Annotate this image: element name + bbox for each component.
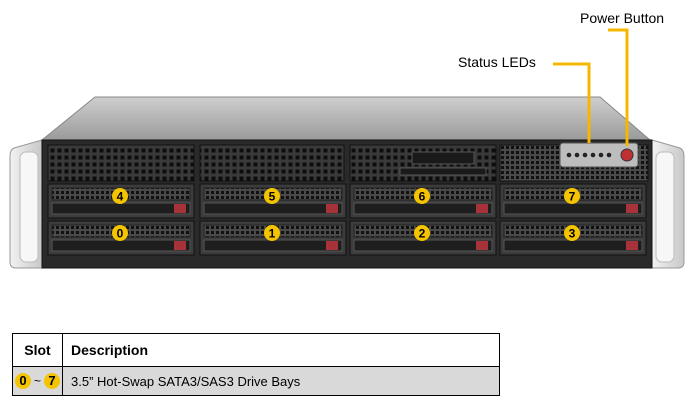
optical-slot (399, 167, 487, 176)
drive-release-latch[interactable] (626, 204, 638, 213)
power-button-label: Power Button (580, 10, 665, 26)
server-front-diagram: 4 5 6 7 0 1 2 3 (9, 28, 685, 269)
drive-bay-number: 4 (117, 190, 124, 204)
description-header: Description (62, 333, 500, 367)
drive-bay[interactable]: 6 (349, 183, 497, 219)
drive-release-latch[interactable] (174, 241, 186, 250)
drive-bay-badge (564, 225, 580, 241)
drive-bay-badge (564, 188, 580, 204)
drive-bay-badge (112, 225, 128, 241)
drive-bay-badge (414, 188, 430, 204)
drive-bay-number: 2 (419, 227, 426, 241)
drive-bay-badge (112, 188, 128, 204)
drive-bay-number: 5 (269, 190, 276, 204)
left-rack-ear (9, 139, 43, 269)
slot-end-badge: 7 (44, 373, 61, 390)
right-rack-ear (651, 139, 685, 269)
drive-release-latch[interactable] (174, 204, 186, 213)
callout-lines (553, 28, 629, 146)
drive-bay-number: 7 (569, 190, 576, 204)
drive-bay[interactable]: 5 (199, 183, 347, 219)
drive-bay[interactable]: 1 (199, 220, 347, 256)
drive-release-latch[interactable] (476, 204, 488, 213)
table-row: 0~7 3.5” Hot-Swap SATA3/SAS3 Drive Bays (11, 366, 500, 396)
drive-bay-number: 3 (569, 227, 576, 241)
drive-bay-badge (264, 188, 280, 204)
drive-bay-badge (414, 225, 430, 241)
drive-bay[interactable]: 0 (47, 220, 195, 256)
drive-release-latch[interactable] (626, 241, 638, 250)
table-header-row: Slot Description (11, 333, 500, 367)
vent-panel (47, 144, 195, 182)
optical-slot (411, 151, 475, 165)
power-button[interactable] (620, 148, 634, 162)
slot-range-separator: ~ (34, 374, 42, 389)
drive-bay-number: 0 (117, 227, 124, 241)
description-cell: 3.5” Hot-Swap SATA3/SAS3 Drive Bays (62, 366, 500, 396)
drive-bay[interactable]: 7 (499, 183, 647, 219)
slot-start-badge: 0 (15, 373, 31, 390)
drive-release-latch[interactable] (326, 204, 338, 213)
spec-table: Slot Description 0~7 3.5” Hot-Swap SATA3… (11, 333, 500, 396)
drive-release-latch[interactable] (326, 241, 338, 250)
drive-bay-number: 6 (419, 190, 426, 204)
drive-bay-number: 1 (269, 227, 276, 241)
vent-panel (199, 144, 345, 182)
slot-header: Slot (11, 333, 64, 367)
drive-bay[interactable]: 3 (499, 220, 647, 256)
drive-release-latch[interactable] (476, 241, 488, 250)
drive-bay[interactable]: 2 (349, 220, 497, 256)
drive-bay[interactable]: 4 (47, 183, 195, 219)
drive-bay-badge (264, 225, 280, 241)
chassis-top (40, 96, 652, 141)
status-leds-label: Status LEDs (458, 54, 536, 70)
status-led-indicators (566, 152, 612, 158)
slot-cell: 0~7 (11, 366, 64, 396)
